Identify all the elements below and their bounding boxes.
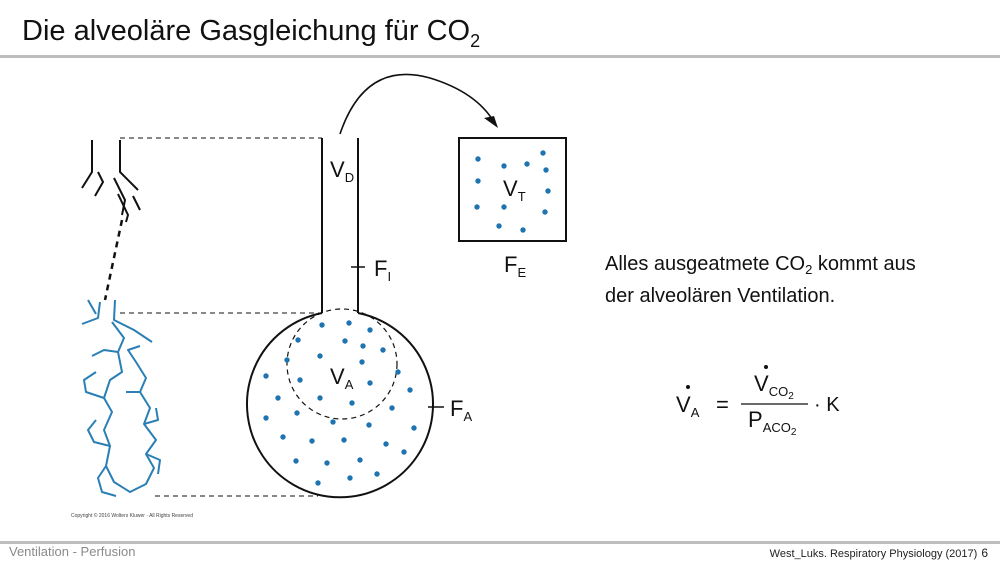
expiration-arrow <box>339 73 495 135</box>
copyright-text: Copyright © 2016 Wolters Kluwer · All Ri… <box>71 513 193 519</box>
co2-dot <box>389 405 395 411</box>
co2-dot <box>293 458 299 464</box>
alveolar-sphere <box>246 312 434 499</box>
statement-line-1: Alles ausgeatmete CO2 kommt aus <box>605 253 916 277</box>
co2-dot <box>341 437 347 443</box>
co2-dot <box>319 322 325 328</box>
title-subscript: 2 <box>470 31 481 51</box>
co2-dot <box>317 353 323 359</box>
co2-dot <box>349 400 355 406</box>
upper-airway-icon <box>81 140 141 223</box>
equation-numerator: VCO2 <box>754 371 794 402</box>
co2-dot <box>545 188 551 194</box>
numerator-dot-icon <box>764 365 768 369</box>
alveolar-volume-dashed <box>286 308 398 420</box>
fi-label: FI <box>374 256 391 284</box>
co2-dot <box>501 163 507 169</box>
equation-denominator: PACO2 <box>748 407 797 438</box>
co2-dot <box>380 347 386 353</box>
co2-dot <box>324 460 330 466</box>
co2-dot <box>357 457 363 463</box>
alveolar-co2-dots <box>263 320 417 486</box>
top-divider <box>0 55 1000 58</box>
statement-line-2: der alveolären Ventilation. <box>605 285 836 307</box>
co2-dot <box>347 475 353 481</box>
co2-dot <box>294 410 300 416</box>
co2-dot <box>524 161 530 167</box>
co2-dot <box>317 395 323 401</box>
co2-dot <box>540 150 546 156</box>
co2-dot <box>520 227 526 233</box>
va-label: VA <box>330 364 354 392</box>
expired-co2-dots <box>474 150 551 233</box>
co2-dot <box>542 209 548 215</box>
alveolar-equation: VA = VCO2 PACO2 · K <box>676 365 840 438</box>
footer-source: West_Luks. Respiratory Physiology (2017)… <box>770 546 988 560</box>
co2-dot <box>263 415 269 421</box>
source-citation: West_Luks. Respiratory Physiology (2017) <box>769 548 978 560</box>
co2-dot <box>315 480 321 486</box>
slide-title: Die alveoläre Gasgleichung für CO2 <box>22 15 481 51</box>
airway-connector-dashed <box>103 219 124 301</box>
co2-dot <box>309 438 315 444</box>
co2-dot <box>295 337 301 343</box>
co2-dot <box>297 377 303 383</box>
co2-dot <box>401 449 407 455</box>
co2-dot <box>284 357 290 363</box>
co2-dot <box>411 425 417 431</box>
co2-dot <box>359 359 365 365</box>
co2-dot <box>475 178 481 184</box>
equation-equals: = <box>716 392 729 417</box>
co2-dot <box>330 419 336 425</box>
co2-dot <box>475 156 481 162</box>
co2-dot <box>342 338 348 344</box>
fa-label: FA <box>450 396 472 424</box>
title-text: Die alveoläre Gasgleichung für CO <box>22 15 471 47</box>
co2-dot <box>383 441 389 447</box>
co2-dot <box>501 204 507 210</box>
equation-lhs: VA <box>676 392 700 420</box>
co2-dot <box>374 471 380 477</box>
page-number: 6 <box>981 546 988 560</box>
co2-dot <box>407 387 413 393</box>
co2-dot <box>367 380 373 386</box>
co2-dot <box>543 167 549 173</box>
co2-dot <box>346 320 352 326</box>
co2-dot <box>275 395 281 401</box>
statement-text: Alles ausgeatmete CO2 kommt aus der alve… <box>605 248 985 312</box>
co2-dot <box>496 223 502 229</box>
co2-dot <box>360 343 366 349</box>
equation-multiplier: · K <box>814 394 840 416</box>
lhs-dot-icon <box>686 385 690 389</box>
bronchial-tree-icon <box>81 299 161 497</box>
bottom-divider <box>0 541 1000 544</box>
fe-label: FE <box>504 252 526 280</box>
arrow-head-icon <box>484 116 498 128</box>
co2-dot <box>367 327 373 333</box>
co2-dot <box>395 369 401 375</box>
expired-volume-box <box>458 137 567 242</box>
co2-dot <box>474 204 480 210</box>
dashed-guide-lines <box>120 137 322 497</box>
vt-label: VT <box>503 176 526 204</box>
co2-dot <box>366 422 372 428</box>
vd-label: VD <box>330 157 354 185</box>
co2-dot <box>280 434 286 440</box>
footer-topic: Ventilation - Perfusion <box>9 544 136 559</box>
co2-dot <box>263 373 269 379</box>
